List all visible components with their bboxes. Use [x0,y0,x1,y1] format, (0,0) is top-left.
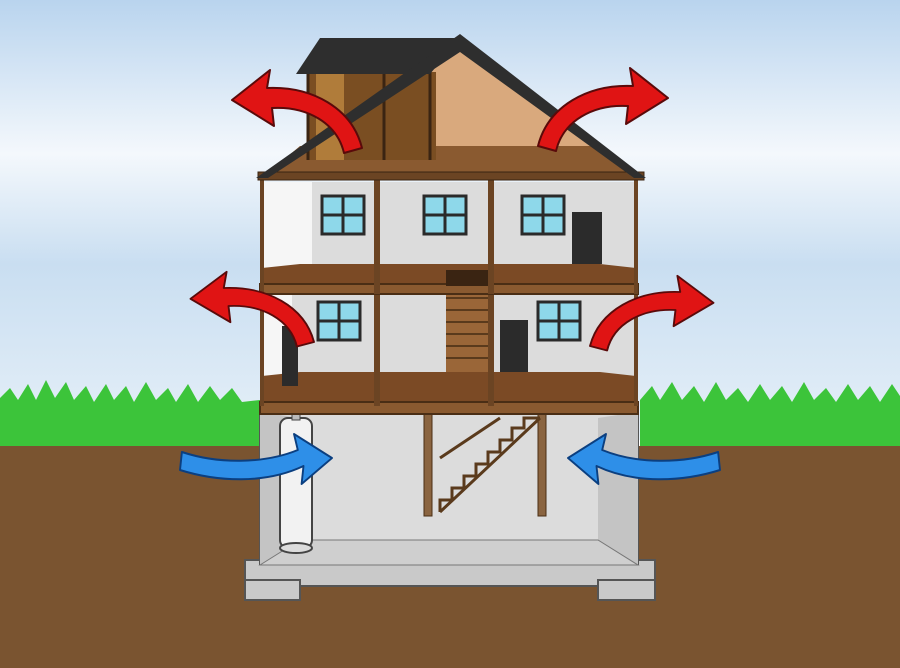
window-icon [316,300,362,342]
first-floor [259,290,639,415]
grass [0,380,260,448]
interior-staircase-icon [446,286,488,372]
basement-staircase-icon [438,416,542,514]
door-icon [572,212,602,264]
water-heater-icon [279,411,313,554]
second-floor [259,178,639,295]
door-icon [500,320,528,372]
door-icon [282,326,298,386]
window-icon [520,194,566,236]
basement [258,411,640,566]
grass-right [640,382,900,448]
window-icon [422,194,468,236]
window-icon [536,300,582,342]
window-icon [320,194,366,236]
